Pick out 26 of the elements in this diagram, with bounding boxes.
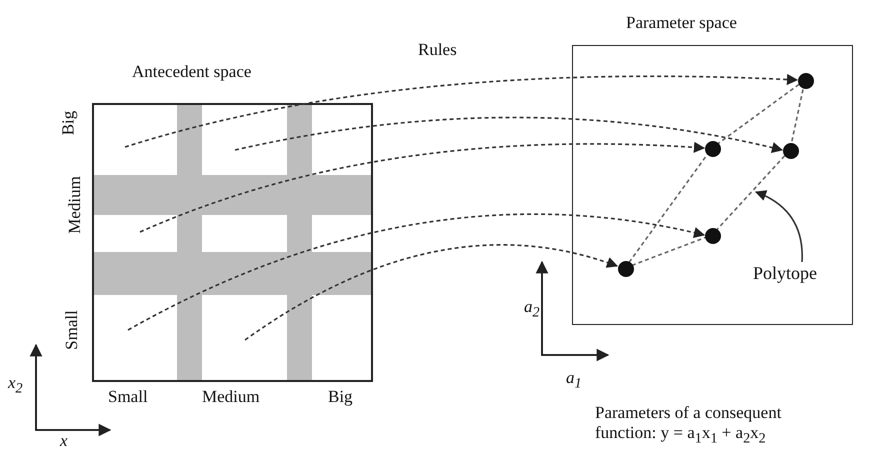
parameter-point bbox=[798, 73, 814, 89]
axis-category-label: Small bbox=[62, 310, 82, 350]
space-heading: Parameter space bbox=[626, 13, 737, 33]
dashed-arrow bbox=[244, 244, 618, 341]
axis-category-label: Medium bbox=[202, 387, 260, 407]
space-heading: Antecedent space bbox=[132, 62, 252, 82]
title-text: Rules bbox=[418, 40, 457, 60]
axis-label: x bbox=[60, 431, 68, 451]
parameter-point bbox=[705, 141, 721, 157]
axis-label: x$_{2}$ bbox=[8, 373, 23, 398]
dashed-arrow bbox=[234, 116, 784, 154]
parameter-point bbox=[783, 143, 799, 159]
axis-category-label: Medium bbox=[64, 176, 85, 234]
parameter-point bbox=[705, 228, 721, 244]
axis-category-label: Big bbox=[328, 387, 353, 407]
dashed-arrow bbox=[128, 214, 706, 331]
axis-label: a$_{1}$ bbox=[566, 368, 582, 392]
axis-label: a$_{2}$ bbox=[524, 297, 540, 322]
callout-text: Polytope bbox=[753, 263, 818, 284]
axis-category-label: Small bbox=[108, 387, 148, 407]
dashed-arrow bbox=[140, 142, 706, 233]
dashed-arrow bbox=[124, 74, 798, 148]
formula-caption: Parameters of a consequent function: y = a$_{1}$x$_{1}$ + a$_{2}$x$_{2}$ bbox=[595, 403, 782, 448]
axis-category-label: Big bbox=[58, 110, 78, 136]
parameter-point bbox=[618, 261, 634, 277]
arrow bbox=[754, 190, 803, 262]
